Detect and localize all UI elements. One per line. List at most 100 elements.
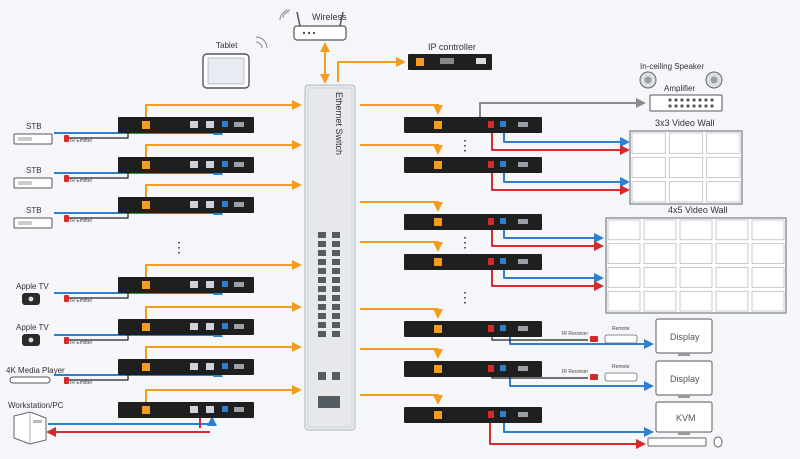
video-wall-3x3: 3x3 Video Wall [629,118,743,205]
switch-uplink-port [318,372,326,380]
amplifier-knob [674,104,678,108]
hdmi-cable [503,173,630,187]
ir-emitter [64,135,69,142]
encoder-hdmi-port [222,121,228,127]
ir-cable [69,335,129,341]
switch-port [332,259,340,265]
ir-cable [69,213,129,219]
encoder-port [234,407,244,412]
source-4k-media-player: 4K Media Player [6,366,65,384]
ir-receiver-label: IR Receiver [562,369,588,375]
encoder-port [206,201,214,208]
ir-emitter-label: IR Emitter [70,380,93,386]
usb-cable [489,423,646,449]
video-wall-4x5-panel [679,219,713,241]
video-wall-3x3-label: 3x3 Video Wall [655,118,715,128]
apple-logo-icon [28,296,34,302]
encoder-3 [118,197,254,213]
ethernet-switch-label: Ethernet Switch [334,92,344,155]
encoder-hdmi-port [222,281,228,287]
keyboard-icon [647,437,707,447]
encoder-port [234,122,244,127]
ir-cable [491,133,630,155]
video-wall-3x3-panel [706,156,741,179]
decoder-5 [404,321,542,337]
amplifier-knob [668,98,672,102]
decoder-lan-port [434,411,442,419]
display-2: Display [655,360,713,398]
decoder-1 [404,117,542,133]
switch-port [332,295,340,301]
decoder-ir-port [488,365,494,372]
encoder-unit [118,359,254,375]
decoder-hdmi-port [500,411,506,417]
amplifier-knob [704,104,708,108]
decoder-hdmi-port [500,161,506,167]
encoder-lan-port [142,161,150,169]
video-wall-4x5-panel [607,290,641,312]
stb-device [13,177,53,189]
switch-port [332,322,340,328]
encoder-unit [118,319,254,335]
ir-cable [69,173,129,179]
ir-emitter [64,337,69,344]
encoder-lan-port [142,201,150,209]
decoder-hdmi-port [500,218,506,224]
switch-sfp-port [318,396,340,408]
video-wall-4x5: 4x5 Video Wall [605,205,787,314]
encoder-port [206,121,214,128]
ethernet-cable [360,308,443,319]
amplifier-knob [710,104,714,108]
encoder-unit [118,402,254,418]
source-label: STB [26,206,42,215]
switch-port [332,331,340,337]
router-antenna-right [339,11,344,27]
source-label: Apple TV [16,282,49,291]
encoder-port [190,406,198,413]
encoder-unit [118,157,254,173]
ir-emitter [64,295,69,302]
decoder-lan-port [434,161,442,169]
encoder-hdmi-port [222,161,228,167]
ethernet-switch-body [304,84,356,431]
decoder-port [518,122,528,127]
video-wall-3x3-panel [668,156,704,179]
encoder-port [190,281,198,288]
amplifier-knob [668,104,672,108]
ir-emitter-label: IR Emitter [70,298,93,304]
ethernet-cable [360,201,443,212]
amplifier-label: Amplifier [664,84,695,93]
kvm-label: KVM [676,413,696,423]
ir-receiver [590,336,598,342]
amplifier-knob [692,104,696,108]
switch-port [332,250,340,256]
switch-port [332,232,340,238]
switch-port [318,322,326,328]
video-wall-4x5-panel [715,243,749,264]
decoder-hdmi-port [500,325,506,331]
switch-port [318,250,326,256]
video-wall-3x3-panel [631,156,666,179]
video-wall-4x5-panel [643,290,677,312]
switch-port [332,313,340,319]
hdmi-cable [48,416,217,426]
encoder-4 [118,277,254,293]
hdmi-cable [503,230,604,243]
ip-controller: IP controller [408,42,492,70]
ir-cable [491,270,604,291]
tablet-wifi-icon [255,41,263,49]
ir-cable [69,293,129,299]
decoder-lan-port [434,325,442,333]
decoder-hdmi-port [500,121,506,127]
video-wall-4x5-panel [751,219,785,241]
video-wall-3x3-panel [706,132,741,154]
video-wall-4x5-panel [643,243,677,264]
ethernet-cable [360,104,443,115]
encoder-port [206,281,214,288]
ethernet-cable [145,342,302,359]
video-wall-4x5-panel [751,243,785,264]
wireless-router-icon [293,25,347,41]
video-wall-4x5-panel [607,219,641,241]
